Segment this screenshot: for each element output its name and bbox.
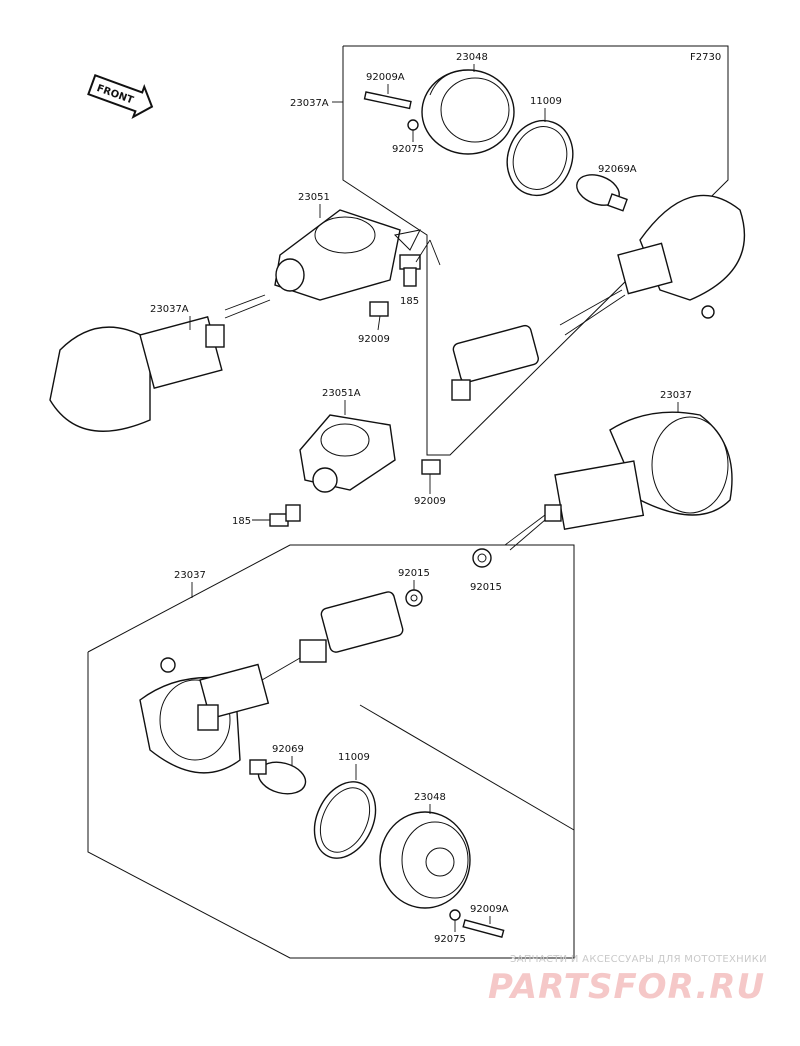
label-92069: 92069 <box>272 744 304 755</box>
socket-lower <box>299 591 404 663</box>
label-185-top: 185 <box>400 296 419 307</box>
label-92075-top: 92075 <box>392 144 424 155</box>
label-92009-top: 92009 <box>358 334 390 345</box>
watermark-tagline: ЗАПЧАСТИ И АКСЕССУАРЫ ДЛЯ МОТОТЕХНИКИ <box>510 954 767 965</box>
upper-frame <box>342 45 729 456</box>
washer-92075-top <box>407 119 419 131</box>
ring-11009-top <box>506 119 574 197</box>
lamp-23037-right <box>504 411 733 551</box>
label-23037A-left: 23037A <box>150 304 189 315</box>
housing-lower <box>139 657 301 774</box>
watermark-logo: PARTSFOR.RU <box>488 967 765 1007</box>
label-92069A: 92069A <box>598 164 637 175</box>
label-23051A: 23051A <box>322 388 361 399</box>
lens-23048-top <box>421 69 515 155</box>
front-arrow: FRONT <box>87 74 154 120</box>
lens-23048-bottom <box>379 811 471 909</box>
lamp-23037A-left <box>49 294 271 432</box>
label-23051: 23051 <box>298 192 330 203</box>
watermark: ЗАПЧАСТИ И АКСЕССУАРЫ ДЛЯ МОТОТЕХНИКИ PA… <box>488 954 767 1007</box>
label-185-mid: 185 <box>232 516 251 527</box>
bulb-92069 <box>249 759 307 795</box>
bolt-185-mid <box>269 504 301 527</box>
bulb-92069A <box>576 174 628 212</box>
bracket-23051A <box>299 414 396 493</box>
ring-11009-bottom <box>313 781 377 859</box>
label-92075-bottom: 92075 <box>434 934 466 945</box>
washer-92075-bottom <box>449 909 461 921</box>
label-92015-top: 92015 <box>398 568 430 579</box>
label-23048-bottom: 23048 <box>414 792 446 803</box>
label-92009-mid: 92009 <box>414 496 446 507</box>
nut-92015-top <box>405 589 423 607</box>
screw-92009A-bottom <box>462 919 505 938</box>
bolt-185-top <box>399 239 441 287</box>
label-92015-mid: 92015 <box>470 582 502 593</box>
housing-upper-right <box>559 194 746 336</box>
label-92009A-bottom: 92009A <box>470 904 509 915</box>
screw-92009A-top <box>363 91 412 110</box>
lower-frame <box>87 544 575 959</box>
nut-92015-mid <box>472 548 492 568</box>
figure-code: F2730 <box>690 52 721 63</box>
label-23048-top: 23048 <box>456 52 488 63</box>
socket-upper <box>451 324 539 401</box>
bolt-92009-mid <box>421 459 441 475</box>
label-23037-bottom: 23037 <box>174 570 206 581</box>
bracket-23051 <box>274 209 421 301</box>
label-23037-right: 23037 <box>660 390 692 401</box>
label-11009-top: 11009 <box>530 96 562 107</box>
label-92009A-top: 92009A <box>366 72 405 83</box>
bolt-92009-top <box>369 301 389 331</box>
label-23037A-top: 23037A <box>290 98 329 109</box>
label-11009-bottom: 11009 <box>338 752 370 763</box>
